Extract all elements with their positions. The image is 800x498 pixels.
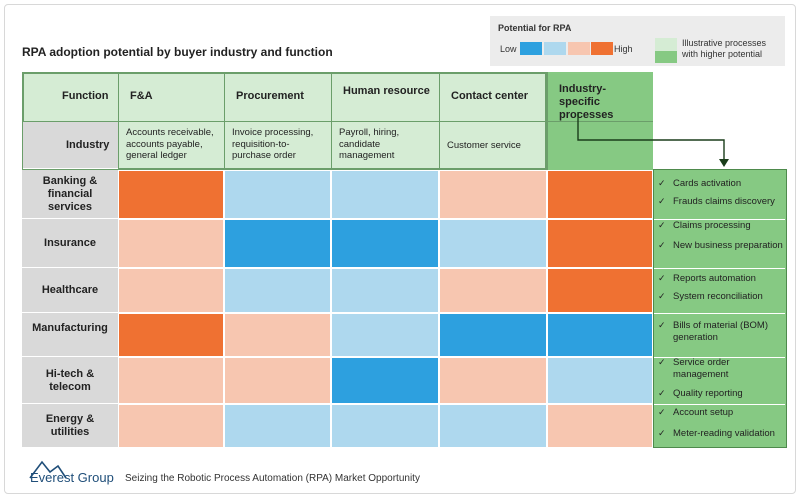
industry-row-label: Manufacturing [32, 322, 108, 334]
heatmap-cell [331, 357, 439, 404]
chart-title: RPA adoption potential by buyer industry… [22, 45, 333, 59]
heatmap-cell [547, 357, 653, 404]
everest-logo-icon [29, 460, 67, 479]
heatmap-cell [118, 170, 224, 219]
illustrative-process-text: System reconciliation [673, 291, 763, 302]
check-icon: ✓ [658, 357, 666, 367]
illustrative-processes-column: ✓ Cards activation ✓ Frauds claims discover… [653, 169, 787, 448]
heatmap-cell [439, 219, 547, 268]
check-icon: ✓ [658, 320, 666, 330]
legend-swatch-low-medium [544, 42, 566, 55]
heatmap-cell [224, 268, 331, 313]
illustrative-divider [654, 404, 785, 405]
check-icon: ✓ [658, 196, 666, 206]
industry-row-label: Healthcare [41, 284, 99, 296]
illustrative-divider [654, 313, 785, 314]
heatmap-cell [547, 219, 653, 268]
legend-illustrative-dark-swatch [655, 51, 677, 63]
illustrative-process-text: Claims processing [673, 220, 751, 231]
check-icon: ✓ [658, 428, 666, 438]
check-icon: ✓ [658, 273, 666, 283]
heatmap-cell [118, 219, 224, 268]
function-header-0: F&A [130, 90, 153, 102]
heatmap-cell [224, 357, 331, 404]
heatmap-cell [439, 404, 547, 448]
legend-swatch-medium-high [568, 42, 590, 55]
heatmap-cell [547, 170, 653, 219]
function-examples-2: Payroll, hiring, candidate management [339, 127, 400, 161]
heatmap-cell [118, 268, 224, 313]
industry-header-label: Industry [66, 139, 110, 151]
heatmap-cell [224, 219, 331, 268]
heatmap-cell [439, 268, 547, 313]
function-header-3: Contact center [451, 90, 529, 102]
heatmap-cell [224, 313, 331, 357]
legend-swatch-low [520, 42, 542, 55]
connector-arrow [577, 112, 729, 167]
illustrative-process-text: Meter-reading validation [673, 428, 775, 439]
function-examples-0: Accounts receivable, accounts payable, g… [126, 127, 214, 161]
industry-row-label-cell [22, 357, 118, 404]
legend-swatch-high [591, 42, 613, 55]
heatmap-cell [331, 404, 439, 448]
header-hline [22, 121, 653, 122]
illustrative-process-text: Quality reporting [673, 388, 743, 399]
legend-title: Potential for RPA [498, 23, 572, 33]
footer-brand: Everest Group [30, 470, 114, 485]
illustrative-process-text: New business preparation [673, 240, 783, 251]
industry-header-cell [23, 121, 118, 169]
legend-high-label: High [614, 44, 633, 54]
check-icon: ✓ [658, 388, 666, 398]
illustrative-process-text: Account setup [673, 407, 734, 418]
function-header-2: Human resource [343, 85, 430, 97]
heatmap-cell [331, 170, 439, 219]
heatmap-cell [331, 268, 439, 313]
heatmap-cell [118, 357, 224, 404]
industry-row-label-cell [22, 219, 118, 268]
heatmap-cell [547, 313, 653, 357]
illustrative-divider [654, 268, 785, 269]
heatmap-cell [224, 404, 331, 448]
check-icon: ✓ [658, 407, 666, 417]
heatmap-cell [547, 404, 653, 448]
function-examples-1: Invoice processing, requisition-to-purch… [232, 127, 314, 161]
check-icon: ✓ [658, 220, 666, 230]
industry-row-label: Insurance [44, 237, 96, 249]
check-icon: ✓ [658, 178, 666, 188]
illustrative-process-text: Frauds claims discovery [673, 196, 775, 207]
heatmap-cell [331, 313, 439, 357]
footer-text: Seizing the Robotic Process Automation (… [125, 473, 420, 484]
industry-row-label: Hi-tech & telecom [45, 367, 95, 393]
industry-row-label: Banking & financial services [42, 175, 98, 213]
check-icon: ✓ [658, 240, 666, 250]
heatmap-cell [331, 219, 439, 268]
function-header-4: Industry-specific processes [559, 83, 614, 121]
illustrative-process-text: Reports automation [673, 273, 756, 284]
heatmap-cell [224, 170, 331, 219]
illustrative-process-text: Cards activation [673, 178, 742, 189]
heatmap-cell [118, 404, 224, 448]
illustrative-divider [654, 357, 785, 358]
industry-row-label-cell [22, 404, 118, 448]
heatmap-cell [439, 357, 547, 404]
industry-row-label-cell [22, 268, 118, 313]
industry-row-label-cell [22, 313, 118, 357]
check-icon: ✓ [658, 291, 666, 301]
heatmap-cell [547, 268, 653, 313]
heatmap-cell [118, 313, 224, 357]
function-header-label: Function [62, 90, 109, 102]
legend-illustrative-light-swatch [655, 38, 677, 51]
function-examples-3: Customer service [447, 140, 521, 151]
legend: Potential for RPA Low High Illustrative … [490, 16, 785, 66]
illustrative-process-text: Service order management [673, 357, 730, 380]
function-header-1: Procurement [236, 90, 304, 102]
legend-low-label: Low [500, 44, 517, 54]
industry-row-label: Energy & utilities [45, 413, 95, 438]
illustrative-divider [654, 219, 785, 220]
legend-illustrative-label: Illustrative processes with higher poten… [682, 38, 767, 59]
heatmap-cell [439, 313, 547, 357]
industry-row-label-cell [22, 170, 118, 219]
illustrative-process-text: Bills of material (BOM) generation [673, 320, 769, 343]
heatmap-cell [439, 170, 547, 219]
